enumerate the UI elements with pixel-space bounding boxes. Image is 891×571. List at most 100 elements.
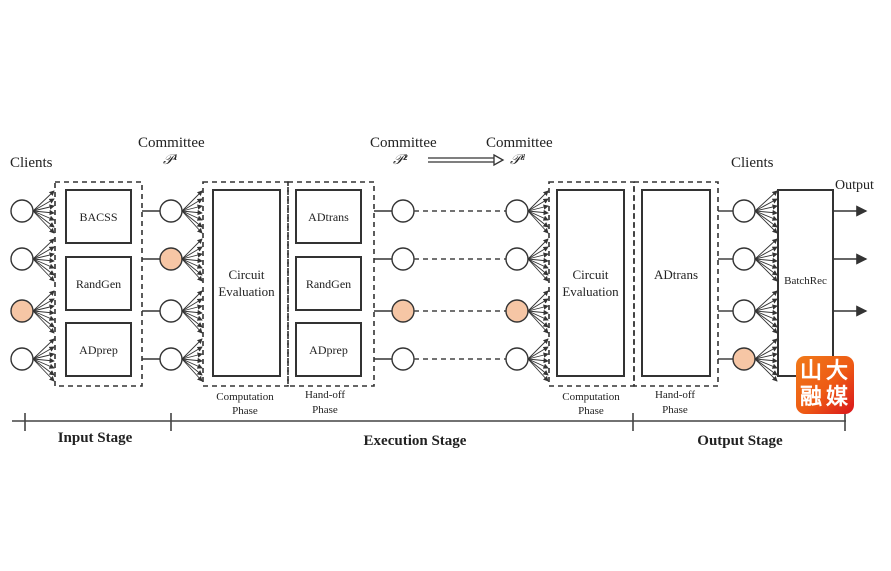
committee-d-fan-arrow [527, 310, 549, 334]
input-client-fan-arrow [32, 258, 55, 276]
committee-1-fan-arrow [181, 358, 203, 369]
computation-phase-label-2b: Phase [578, 405, 604, 417]
committee-d-node-corrupted [505, 299, 529, 323]
input-client-fan-arrow [32, 304, 55, 312]
circuit-evaluation-label-1a: Circuit [228, 267, 264, 282]
committee-1-fan-arrow [181, 358, 203, 376]
output-client-node-honest [732, 247, 756, 271]
committee-1-fan-arrow [181, 357, 203, 364]
input-client-fan-arrow [32, 310, 55, 321]
committee-1-fan-arrow [181, 310, 203, 334]
committee-d-fan-arrow [527, 257, 549, 264]
committee-1-fan-arrow [181, 209, 203, 216]
committee-1-node-honest [159, 299, 183, 323]
committee-1-fan-arrow [181, 252, 203, 260]
input-client-fan-arrow [32, 358, 55, 376]
input-client-fan-arrow [32, 238, 55, 260]
module-batchrec-label: BatchRec [784, 275, 827, 287]
committee-1-fan-arrow [181, 310, 203, 321]
committee-d-fan-arrow [527, 338, 549, 360]
logo-char-4: 媒 [826, 385, 849, 410]
execution-stage-label: Execution Stage [364, 433, 467, 449]
module-adprep-handoff [295, 322, 362, 377]
module-randgen-handoff-label: RandGen [306, 277, 351, 291]
module-bacss-label: BACSS [79, 210, 117, 224]
output-client-fan-arrow [754, 210, 778, 228]
committee-2-label: Committee [370, 135, 437, 151]
module-adtrans [295, 189, 362, 244]
module-adprep-label: ADprep [79, 343, 118, 357]
committee-1-fan-arrow [181, 258, 203, 276]
output-client-fan-arrow [754, 198, 778, 212]
committee-1-fan-arrow [181, 210, 203, 228]
output-client-node-honest [732, 299, 756, 323]
clients-output-label: Clients [731, 155, 774, 171]
committee-d-fan-arrow [527, 352, 549, 360]
output-client-fan-arrow [754, 338, 778, 360]
input-stage-group [54, 181, 143, 387]
output-client-fan-arrow [754, 209, 778, 216]
committee-d-fan-arrow [527, 210, 549, 234]
input-client-node-corrupted [10, 299, 34, 323]
module-adprep [65, 322, 132, 377]
committee-d-fan-arrow [527, 358, 549, 376]
input-client-fan-arrow [32, 210, 55, 221]
output-client-fan-arrow [754, 238, 778, 260]
output-client-fan-arrow [754, 309, 778, 316]
committee-1-fan-arrow [181, 310, 203, 328]
committee-1-fan-arrow [181, 309, 203, 316]
committee-d-fan-arrow [527, 310, 549, 321]
logo-char-2: 大 [826, 359, 849, 384]
committee-d-fan-arrow [527, 210, 549, 221]
module-randgen [65, 256, 132, 311]
committee-1-node-corrupted [159, 247, 183, 271]
input-client-fan-arrow [32, 310, 55, 334]
committee-d-fan-arrow [527, 258, 549, 269]
committee-d-fan-arrow [527, 209, 549, 216]
output-client-fan-arrow [754, 352, 778, 360]
input-client-fan-arrow [32, 358, 55, 369]
circuit-evaluation-box-1 [212, 189, 281, 377]
committee-1-fan-arrow [181, 257, 203, 264]
committee-1-fan-arrow [181, 258, 203, 269]
committee-1-fan-arrow [181, 204, 203, 212]
input-client-fan-arrow [32, 252, 55, 260]
circuit-evaluation-box-2 [556, 189, 625, 377]
committee-1-fan-arrow [181, 298, 203, 312]
committee-d-fan-arrow [527, 204, 549, 212]
computation-phase-label-1a: Computation [216, 391, 274, 403]
committee-d-fan-arrow [527, 357, 549, 364]
input-stage-label: Input Stage [58, 430, 133, 446]
logo-char-1: 山 [800, 359, 823, 384]
input-client-node-honest [10, 247, 34, 271]
output-label: Output [835, 178, 874, 193]
output-client-fan-arrow [754, 310, 778, 321]
input-client-fan-arrow [32, 210, 55, 228]
circuit-evaluation-label-2a: Circuit [572, 267, 608, 282]
committee-1-fan-arrow [181, 358, 203, 382]
module-randgen-label: RandGen [76, 277, 121, 291]
module-adtrans-output [641, 189, 711, 377]
committee-d-fan-arrow [527, 290, 549, 312]
committee-d-node-honest [505, 199, 529, 223]
output-client-fan-arrow [754, 357, 778, 364]
input-client-fan-arrow [32, 204, 55, 212]
input-client-fan-arrow [32, 298, 55, 312]
handoff-phase-label-a: Hand-off [305, 389, 345, 401]
handoff-phase-label-b: Phase [312, 404, 338, 416]
output-client-fan-arrow [754, 298, 778, 312]
committee-2-node-honest [391, 347, 415, 371]
logo-char-3: 融 [800, 385, 823, 410]
committee-1-fan-arrow [181, 338, 203, 360]
committee-1-fan-arrow [181, 352, 203, 360]
output-client-fan-arrow [754, 252, 778, 260]
committee-progression-arrow [428, 153, 505, 167]
committee-d-fan-arrow [527, 198, 549, 212]
module-bacss [65, 189, 132, 244]
committee-d-fan-arrow [527, 252, 549, 260]
module-adprep-handoff-label: ADprep [309, 343, 348, 357]
input-client-fan-arrow [32, 310, 55, 328]
input-client-fan-arrow [32, 357, 55, 364]
output-client-fan-arrow [754, 204, 778, 212]
circuit-evaluation-label-1b: Evaluation [218, 284, 275, 299]
